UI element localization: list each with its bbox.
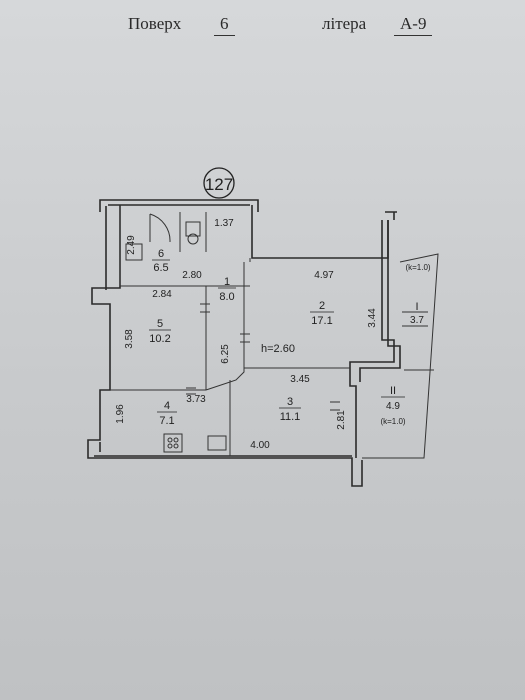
dim-2-81: 2.81 [336, 410, 347, 430]
dim-1-37: 1.37 [214, 218, 234, 229]
room-labels: 6 6.5 1 8.0 5 10.2 2 17.1 3 11.1 4 7.1 I… [149, 248, 424, 427]
room-5-area: 10.2 [149, 333, 170, 345]
bathroom-fixtures [125, 213, 201, 261]
coefficient-balcony-II: (k=1.0) [380, 417, 405, 426]
dim-2-84: 2.84 [152, 289, 172, 300]
apartment-number: 127 [205, 175, 233, 194]
outer-wall [87, 199, 389, 487]
room-5-number: 5 [157, 318, 163, 330]
room-4-number: 4 [164, 400, 170, 412]
dim-3-45: 3.45 [290, 374, 310, 385]
room-3-number: 3 [287, 396, 293, 408]
balcony-I-area: 3.7 [410, 315, 424, 326]
dim-2-80: 2.80 [182, 270, 202, 281]
room-4-area: 7.1 [159, 415, 174, 427]
room-2-area: 17.1 [311, 315, 332, 327]
lower-outer-wall [94, 206, 352, 457]
balcony-outline [362, 253, 439, 459]
dim-4-00: 4.00 [250, 440, 270, 451]
dim-1-96: 1.96 [115, 404, 126, 424]
floor-label: Поверх [128, 14, 182, 33]
floor-value: 6 [214, 14, 235, 36]
interior-walls [110, 205, 350, 456]
room-1-number: 1 [224, 276, 230, 288]
balcony-II-number: II [390, 385, 396, 397]
dim-3-58: 3.58 [124, 329, 135, 349]
room-6-number: 6 [158, 248, 164, 260]
letter-value: А-9 [394, 14, 433, 36]
dim-2-49: 2.49 [126, 235, 137, 255]
dimension-labels: 1.37 2.49 2.80 4.97 2.84 3.58 6.25 3.44 … [115, 218, 378, 451]
balcony-I-number: I [415, 301, 418, 313]
dim-3-44: 3.44 [367, 308, 378, 328]
stove-icon [163, 433, 183, 453]
toilet-icon [187, 233, 199, 245]
sink-icon [207, 435, 227, 451]
ceiling-height: h=2.60 [261, 343, 295, 355]
dim-4-97: 4.97 [314, 270, 334, 281]
right-wall [349, 220, 401, 458]
room-1-area: 8.0 [219, 291, 234, 303]
room-6-area: 6.5 [153, 262, 168, 274]
coefficient-balcony-I: (k=1.0) [405, 263, 430, 272]
room-3-area: 11.1 [280, 411, 301, 423]
letter-label: літера [322, 14, 367, 33]
balcony-mullion [385, 211, 397, 220]
dim-6-25: 6.25 [220, 344, 231, 364]
door-openings [186, 303, 340, 411]
apartment-number-circle [203, 167, 235, 199]
room-2-number: 2 [319, 300, 325, 312]
balcony-II-area: 4.9 [386, 401, 400, 412]
dim-3-73: 3.73 [186, 394, 206, 405]
